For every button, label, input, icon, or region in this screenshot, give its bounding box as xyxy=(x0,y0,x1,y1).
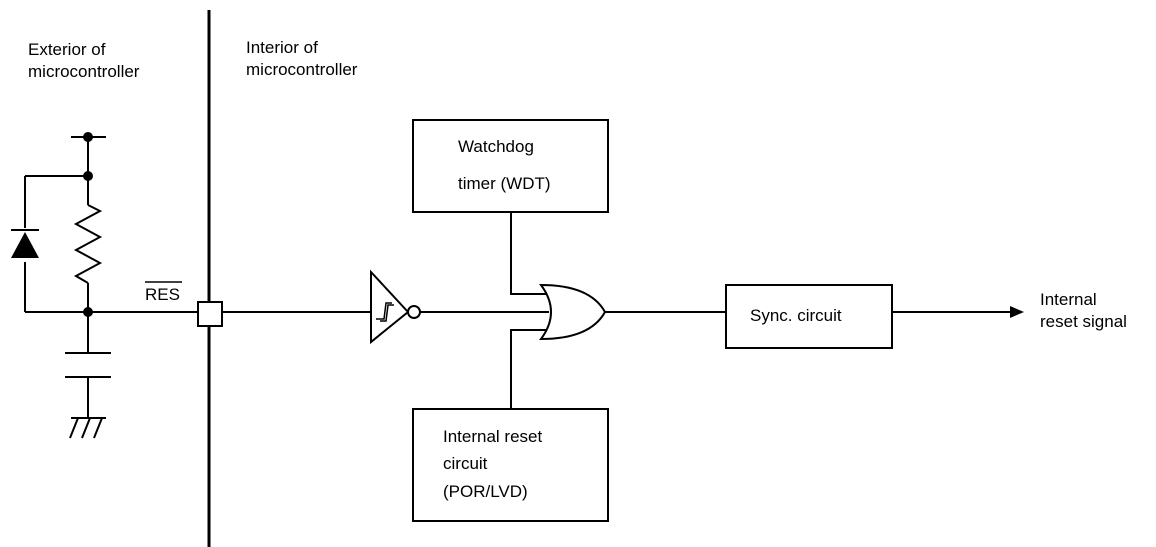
capacitor-symbol xyxy=(65,312,111,418)
res-pin-label: RES xyxy=(145,285,180,304)
exterior-label-line2: microcontroller xyxy=(28,62,140,81)
res-pin-square xyxy=(197,301,223,327)
interior-label-line2: microcontroller xyxy=(246,60,358,79)
diode-symbol xyxy=(11,228,39,262)
sync-circuit-label: Sync. circuit xyxy=(750,306,842,325)
wdt-block xyxy=(412,119,609,213)
output-label-line1: Internal xyxy=(1040,290,1097,309)
wdt-to-gate-wire xyxy=(510,212,548,295)
por-label-line3: (POR/LVD) xyxy=(443,482,528,501)
or-gate-symbol xyxy=(539,283,607,341)
por-to-gate-wire xyxy=(510,329,548,409)
wdt-label-line1: Watchdog xyxy=(458,137,534,156)
exterior-label-line1: Exterior of xyxy=(28,40,106,59)
ground-icon xyxy=(69,417,106,439)
wdt-label-line2: timer (WDT) xyxy=(458,174,551,193)
sync-circuit-block xyxy=(725,284,893,349)
resistor-symbol xyxy=(73,204,103,284)
schmitt-inverter-symbol xyxy=(370,269,421,345)
por-label-line2: circuit xyxy=(443,454,488,473)
output-label-line2: reset signal xyxy=(1040,312,1127,331)
por-lvd-block xyxy=(412,408,609,522)
interior-label-line1: Interior of xyxy=(246,38,318,57)
por-label-line1: Internal reset xyxy=(443,427,542,446)
output-arrow xyxy=(892,306,1024,318)
